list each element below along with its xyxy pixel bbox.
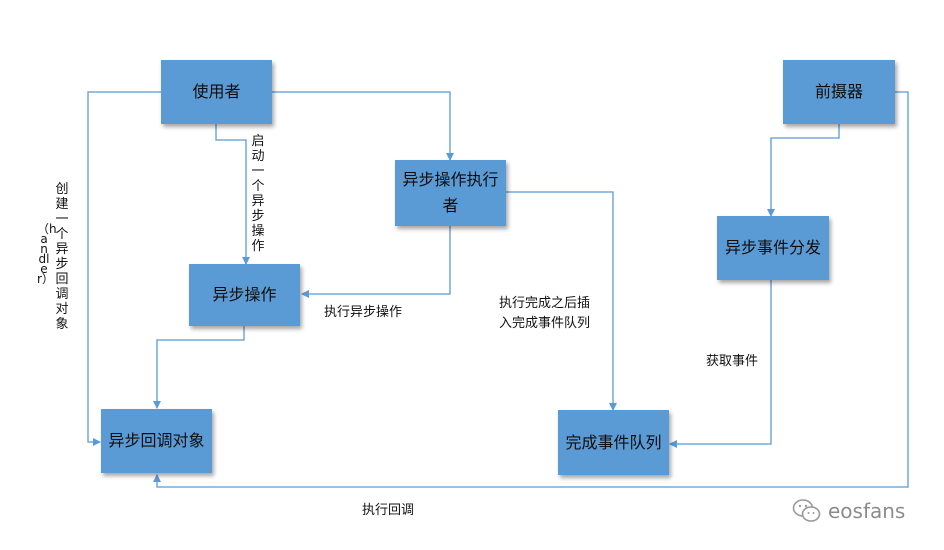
node-demultiplexer: 前摄器 bbox=[783, 60, 895, 124]
edge-demux-to-dispatcher bbox=[767, 124, 840, 217]
node-dispatcher: 异步事件分发 bbox=[717, 216, 829, 280]
node-callback: 异步回调对象 bbox=[101, 409, 212, 473]
label-fetch-event: 获取事件 bbox=[706, 354, 759, 369]
edge-fetch-event bbox=[669, 280, 772, 448]
label-execute-async: 执行异步操作 bbox=[324, 305, 403, 320]
label-create-callback: 创建一个异步回调对象 bbox=[55, 182, 69, 332]
edge-create-callback bbox=[87, 91, 161, 446]
node-async-executor: 异步操作执行者 bbox=[395, 160, 506, 226]
edge-op-to-callback bbox=[153, 326, 245, 409]
node-user: 使用者 bbox=[161, 60, 272, 124]
wechat-icon bbox=[792, 499, 821, 522]
edge-execute-async bbox=[301, 226, 451, 298]
edge-start-async bbox=[215, 124, 250, 265]
edge-execute-callback bbox=[153, 91, 909, 488]
label-create-callback-handler: （handler） bbox=[37, 222, 57, 286]
node-completion-queue: 完成事件队列 bbox=[558, 410, 669, 475]
label-insert-queue-1: 执行完成之后插 bbox=[499, 296, 591, 311]
node-async-op: 异步操作 bbox=[189, 264, 300, 326]
label-execute-callback: 执行回调 bbox=[362, 503, 415, 518]
watermark: eosfans bbox=[792, 498, 905, 524]
edge-user-to-executor bbox=[272, 91, 454, 161]
label-insert-queue-2: 入完成事件队列 bbox=[499, 316, 591, 331]
watermark-text: eosfans bbox=[828, 499, 906, 523]
label-start-async: 启动一个异步操作 bbox=[251, 134, 265, 254]
edge-insert-queue bbox=[506, 191, 617, 411]
